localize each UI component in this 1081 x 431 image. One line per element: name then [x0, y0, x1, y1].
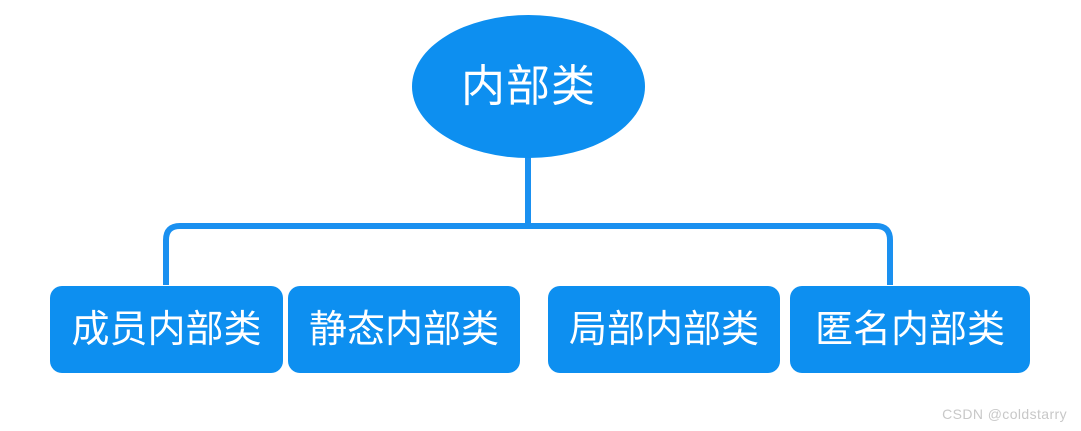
node-anonymous-inner-class[interactable]: 匿名内部类	[790, 286, 1030, 373]
node-root-inner-class[interactable]: 内部类	[412, 15, 645, 158]
node-leaf-label: 成员内部类	[71, 308, 262, 351]
node-leaf-label: 匿名内部类	[814, 308, 1005, 351]
connector-bus	[163, 223, 893, 285]
node-root-label: 内部类	[461, 61, 596, 111]
watermark-text: CSDN @coldstarry	[942, 406, 1067, 422]
node-local-inner-class[interactable]: 局部内部类	[548, 286, 780, 373]
node-member-inner-class[interactable]: 成员内部类	[50, 286, 283, 373]
node-leaf-label: 局部内部类	[568, 308, 759, 351]
node-leaf-label: 静态内部类	[308, 308, 499, 351]
node-static-inner-class[interactable]: 静态内部类	[288, 286, 520, 373]
